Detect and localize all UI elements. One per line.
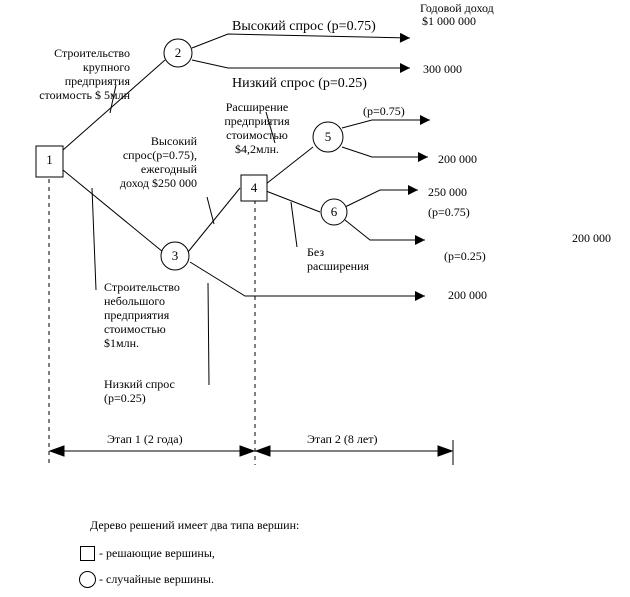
stage1-arrow-right	[239, 445, 256, 457]
low-demand-small-label: Низкий спрос (p=0.25)	[104, 377, 175, 405]
edge-6-low	[344, 219, 425, 245]
leader-expansion	[265, 111, 276, 144]
build-large-label: Строительство крупного предприятия стоим…	[39, 46, 130, 102]
annual-income-label: Годовой доход	[420, 1, 494, 15]
stage2-label: Этап 2 (8 лет)	[307, 432, 378, 446]
low-demand-small-value: 200 000	[448, 288, 487, 302]
leader-build-small	[91, 187, 97, 291]
expansion-label: Расширение предприятия стоимостью $4,2мл…	[224, 100, 290, 156]
expand-low-value: 200 000	[438, 152, 477, 166]
edge-2-low	[191, 59, 410, 73]
node-1-number: 1	[46, 152, 53, 167]
node-3-number: 3	[171, 248, 179, 263]
leader-build-large	[109, 84, 117, 114]
edge-5-low	[341, 146, 428, 162]
node-4-number: 4	[250, 180, 258, 195]
no-expansion-high-prob: (p=0.75)	[428, 205, 470, 219]
leader-high-small	[206, 196, 215, 225]
leader-no-expansion	[290, 201, 298, 248]
node-5-number: 5	[324, 129, 332, 144]
chance-node-6	[320, 198, 348, 226]
edge-5-high	[341, 115, 430, 129]
low-demand-large-value: 300 000	[423, 62, 462, 76]
edge-6-high	[344, 185, 418, 208]
decision-node-legend-icon	[80, 546, 95, 561]
build-small-label: Строительство небольшого предприятия сто…	[104, 280, 180, 350]
decision-node-4	[240, 174, 268, 202]
legend-chance-label: - случайные вершины.	[99, 572, 214, 586]
stage2-arrow-left	[254, 445, 271, 457]
node-6-number: 6	[330, 204, 338, 219]
low-demand-large-label: Низкий спрос (p=0.25)	[232, 76, 367, 91]
edge-4-6	[265, 190, 321, 213]
edge-2-high	[191, 32, 411, 49]
edge-3-4	[187, 187, 241, 253]
edge-3-low	[189, 261, 425, 301]
no-expansion-low-value: 200 000	[572, 231, 611, 245]
legend-title: Дерево решений имеет два типа вершин:	[90, 518, 300, 532]
legend-decision-label: - решающие вершины,	[99, 546, 215, 560]
stage1-label: Этап 1 (2 года)	[107, 432, 183, 446]
leader-low-small	[207, 282, 210, 386]
high-demand-small-label: Высокий спрос(p=0.75), ежегодный доход $…	[119, 134, 197, 190]
decision-node-1	[35, 145, 64, 178]
stage1-arrow-left	[48, 445, 65, 457]
no-expansion-label: Без расширения	[307, 245, 370, 273]
edge-4-5	[265, 146, 314, 185]
chance-node-3	[160, 241, 190, 271]
annual-income-value: $1 000 000	[422, 14, 476, 28]
high-demand-large-label: Высокий спрос (p=0.75)	[232, 19, 376, 34]
no-expansion-high-value: 250 000	[428, 185, 467, 199]
stage2-arrow-right	[437, 445, 454, 457]
chance-node-legend-icon	[79, 571, 96, 588]
expand-high-prob: (p=0.75)	[363, 104, 405, 118]
chance-node-5	[312, 121, 344, 153]
chance-node-2	[163, 38, 193, 68]
no-expansion-low-prob: (p=0.25)	[444, 249, 486, 263]
edge-1-2	[62, 59, 166, 151]
node-2-number: 2	[174, 45, 182, 60]
edge-1-3	[62, 169, 164, 253]
